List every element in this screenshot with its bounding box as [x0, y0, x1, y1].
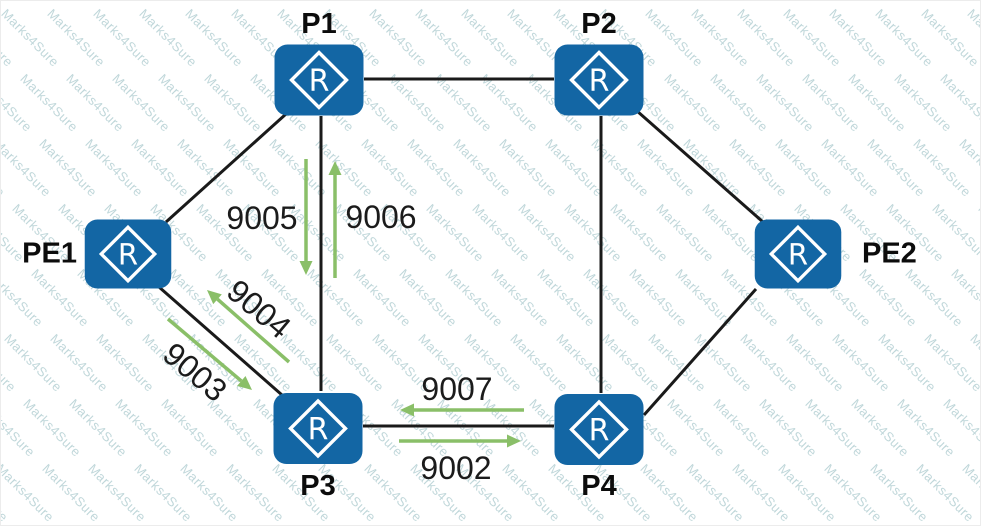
lsp-label-9002: 9002: [420, 450, 492, 486]
arrowhead-icon: [237, 375, 252, 390]
traffic-arrow-9002: [399, 434, 521, 448]
router-icon: R: [274, 44, 364, 116]
router-icon-letter: R: [788, 238, 808, 272]
router-node-p2: R: [554, 44, 644, 116]
arrowhead-icon: [400, 403, 414, 417]
router-icon-letter: R: [309, 64, 330, 99]
router-node-p3: R: [273, 391, 363, 466]
router-label-p1: P1: [301, 8, 337, 40]
router-icon-body: [754, 219, 842, 289]
traffic-arrow-9005: [299, 159, 313, 275]
traffic-arrow-9006: [328, 161, 342, 278]
router-icon-letter: R: [308, 413, 329, 448]
router-label-p2: P2: [581, 8, 617, 40]
arrowhead-icon: [328, 161, 342, 175]
router-icon-diamond: [569, 50, 629, 110]
router-icon-body: [554, 44, 644, 116]
link-pe1-p3: [158, 285, 283, 397]
arrowhead-icon: [507, 434, 521, 448]
router-icon: R: [84, 219, 172, 289]
router-node-pe1: R: [84, 219, 172, 289]
link-p1-pe1: [164, 112, 288, 224]
router-icon-diamond: [569, 399, 629, 460]
arrow-shaft: [166, 317, 243, 383]
router-icon: R: [754, 219, 842, 289]
router-label-p4: P4: [581, 470, 617, 502]
traffic-arrow-9004: [207, 290, 291, 364]
link-p2-pe2: [636, 109, 764, 224]
lsp-label-9006: 9006: [345, 199, 417, 235]
traffic-arrow-9007: [400, 403, 524, 417]
router-label-p3: P3: [300, 470, 336, 502]
router-label-pe1: PE1: [22, 237, 77, 270]
router-icon-letter: R: [589, 414, 610, 449]
router-icon-body: [84, 219, 172, 289]
router-label-pe2: PE2: [862, 237, 917, 270]
router-node-pe2: R: [753, 219, 843, 289]
lsp-label-9005: 9005: [226, 200, 298, 236]
router-icon: R: [554, 394, 644, 465]
link-pe2-p4: [642, 288, 758, 416]
router-icon-diamond: [98, 224, 158, 284]
lsp-label-9007: 9007: [421, 371, 493, 407]
router-icon-diamond: [289, 50, 349, 110]
router-icon-body: [554, 394, 644, 465]
router-icon-diamond: [768, 224, 828, 284]
arrow-shaft: [216, 297, 291, 364]
router-icon-letter: R: [118, 238, 138, 272]
router-icon: R: [273, 393, 363, 464]
traffic-arrow-9003: [166, 317, 252, 390]
router-icon-diamond: [288, 398, 348, 459]
arrowhead-icon: [299, 261, 313, 275]
router-icon-letter: R: [589, 64, 610, 99]
router-node-p4: R: [554, 393, 644, 466]
router-icon: R: [554, 44, 644, 116]
router-icon-body: [273, 393, 363, 464]
arrowhead-icon: [207, 290, 222, 305]
router-icon-body: [274, 44, 364, 116]
router-node-p1: R: [274, 44, 364, 116]
